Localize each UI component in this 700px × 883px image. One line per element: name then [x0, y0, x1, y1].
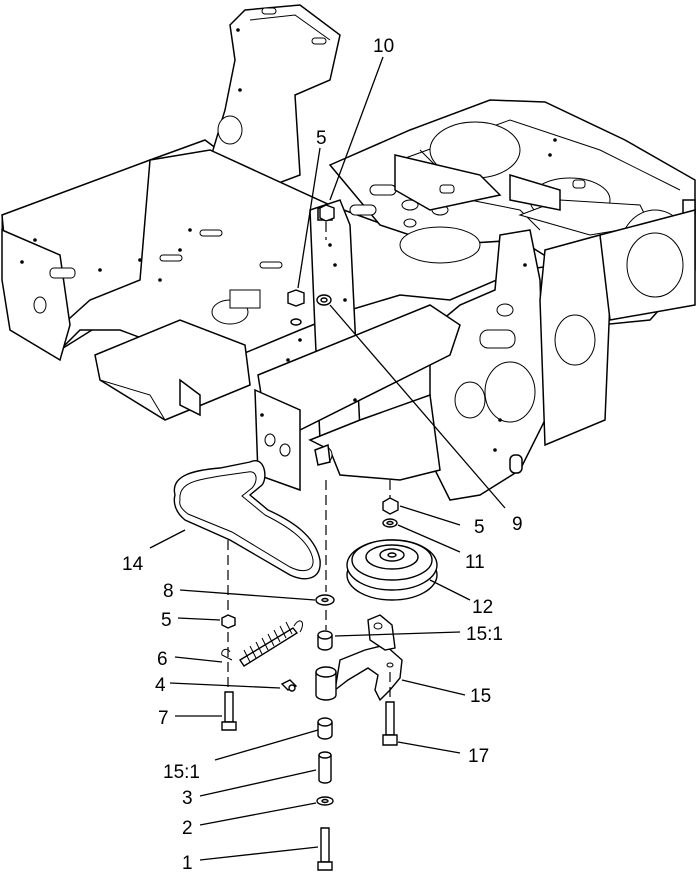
spring-6 — [221, 620, 303, 667]
callout-15-1-upper: 15:1 — [466, 624, 503, 645]
chassis-frame — [1, 4, 696, 501]
callout-2: 2 — [182, 818, 193, 839]
callout-8: 8 — [163, 581, 174, 602]
washer-11 — [382, 518, 398, 528]
callout-14: 14 — [122, 554, 144, 575]
fastener-nut-5-upper — [287, 289, 305, 326]
callout-9: 9 — [512, 514, 523, 535]
fastener-bolt-10 — [319, 204, 335, 222]
washer-8 — [315, 594, 335, 606]
callout-3: 3 — [182, 788, 193, 809]
callout-11: 11 — [465, 552, 485, 573]
idler-arm-15 — [334, 614, 403, 702]
washer-9 — [316, 294, 332, 306]
callout-labels: 10 5 9 5 11 12 14 8 5 15:1 6 4 15 7 17 1… — [122, 36, 523, 874]
pulley-12 — [346, 539, 438, 601]
pivot-housing — [315, 666, 337, 701]
spacer-3 — [318, 751, 332, 784]
callout-15: 15 — [470, 686, 491, 707]
bolt-7 — [221, 691, 237, 731]
callout-12: 12 — [472, 597, 493, 618]
callout-7: 7 — [158, 708, 169, 729]
callout-5-upper: 5 — [316, 128, 327, 149]
callout-17: 17 — [468, 746, 489, 767]
callout-4: 4 — [155, 675, 166, 696]
bolt-1 — [317, 827, 333, 871]
callout-15-1-lower: 15:1 — [163, 762, 200, 783]
pivot-bushing-15-1-lower — [317, 717, 333, 740]
bolt-17 — [382, 701, 398, 746]
callout-5-pulley: 5 — [474, 517, 485, 538]
callout-10: 10 — [373, 36, 394, 57]
callout-6: 6 — [157, 649, 168, 670]
stud-4 — [280, 679, 298, 692]
nut-5-spring — [221, 614, 236, 629]
belt-14 — [173, 460, 321, 580]
callout-5-spring: 5 — [161, 610, 172, 631]
leader-lines — [149, 56, 506, 861]
pivot-bushing-15-1-upper — [317, 630, 333, 651]
callout-1: 1 — [182, 853, 193, 874]
washer-2 — [316, 796, 334, 806]
assembly-axis-lines — [227, 222, 391, 702]
nut-5-pulley — [382, 497, 399, 515]
